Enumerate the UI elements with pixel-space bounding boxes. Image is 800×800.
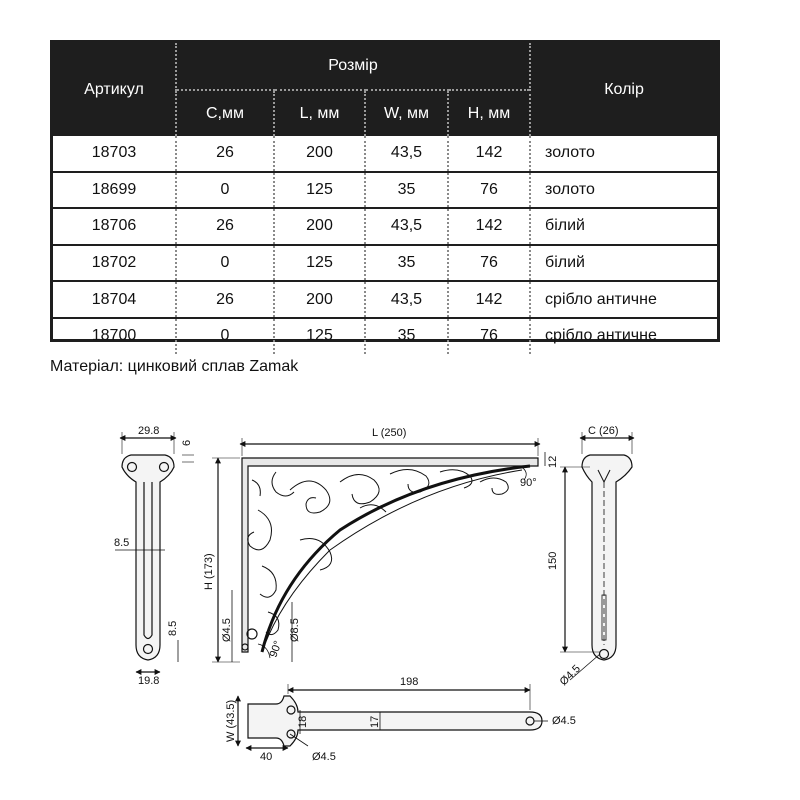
hole-bottom [142,643,154,655]
cell-l: 200 [273,280,365,318]
label-top-offset-12: 12 [547,456,559,468]
label-w: W (43.5) [225,700,237,742]
label-slot: 8.5 [167,621,179,636]
cell-h: 142 [446,136,531,172]
cell-l: 200 [273,136,365,172]
cell-color: білий [529,207,718,245]
label-hole-large: Ø8.5 [289,618,301,642]
header-l: L, мм [273,89,365,136]
header-h: H, мм [446,89,531,136]
cell-l: 125 [273,243,365,282]
right-view [560,432,635,681]
label-hole-a: Ø4.5 [312,751,336,763]
cell-color: срібло античне [529,316,718,354]
label-length: L (250) [372,427,406,439]
cell-h: 76 [446,316,531,354]
bracket-arc [260,464,531,653]
cell-c: 0 [175,316,274,354]
cell-article: 18704 [53,280,176,318]
bracket-bottom-outline [247,695,543,747]
bottom-view [235,684,548,751]
hole-side-small [241,643,249,651]
cell-l: 125 [273,170,365,209]
label-hole-right: Ø4.5 [558,663,583,688]
cell-article: 18703 [91,144,137,162]
cell-w: 35 [364,170,448,209]
spec-table-grid: Артикул Розмір Колір C,мм L, мм W, мм H,… [53,43,718,354]
cell-article: 18700 [53,316,176,354]
table-row: 18706 26 200 43,5 142 білий [53,207,718,245]
label-bottom-width: 19.8 [138,675,159,687]
table-row: 18703 26 200 43,5 142 золото [53,136,718,172]
material-note: Матеріал: цинковий сплав Zamak [50,358,299,375]
front-view-left [115,432,194,675]
table-row: 18699 0 125 35 76 золото [53,170,718,209]
cell-h: 76 [446,170,531,209]
cell-w: 35 [364,243,448,282]
cell-c: 0 [175,243,274,282]
cell-article: 18699 [53,170,176,209]
cell-c: 0 [175,170,274,209]
hole-top-left [126,461,138,473]
cell-article: 18702 [53,243,176,282]
cell-l: 125 [273,316,365,354]
cell-color: білий [529,243,718,282]
label-height: H (173) [203,553,215,590]
label-span: 150 [547,552,559,570]
cell-w: 43,5 [364,280,448,318]
label-c: C (26) [588,425,619,437]
header-color: Колір [529,43,718,136]
bracket-frame [241,457,539,653]
hole-bottom-top [286,705,296,715]
hole-top-right [158,461,170,473]
cell-w: 43,5 [364,136,448,172]
cell-color: золото [529,136,718,172]
ornament-scrolls [247,469,509,636]
cell-w: 35 [364,316,448,354]
hole-side-large [246,628,258,640]
header-c: C,мм [175,89,274,136]
cell-h: 142 [446,280,531,318]
bracket-front-slot [143,482,153,640]
bracket-right-outline [581,454,633,661]
hole-bottom-bottom [286,729,296,739]
label-top-width: 29.8 [138,425,159,437]
spec-table: Артикул Розмір Колір C,мм L, мм W, мм H,… [50,40,720,354]
cell-article: 18706 [53,207,176,245]
label-top-offset: 6 [181,440,193,446]
cell-color: срібло античне [529,280,718,318]
cell-c: 26 [175,280,274,318]
table-row: 18700 0 125 35 76 срібло античне [53,316,718,354]
label-18: 18 [297,716,309,728]
bracket-front-outline [121,454,175,661]
cell-h: 76 [446,243,531,282]
label-hole-small: Ø4.5 [221,618,233,642]
header-size-group: Розмір [174,43,531,90]
label-mid-width: 8.5 [114,537,129,549]
side-view [212,438,546,663]
label-angle-top: 90° [520,477,537,489]
cell-w: 43,5 [364,207,448,245]
cell-c: 26 [175,136,274,172]
technical-drawing: 29.8 6 8.5 8.5 19.8 [114,425,635,763]
cell-h: 142 [446,207,531,245]
header-article: Артикул [53,43,176,136]
cell-l: 200 [273,207,365,245]
label-angle-bottom: 90° [268,639,285,659]
cell-c: 26 [175,207,274,245]
label-17: 17 [369,716,381,728]
label-198: 198 [400,676,418,688]
cell-color: золото [529,170,718,209]
label-40: 40 [260,751,272,763]
header-w: W, мм [364,89,448,136]
label-hole-b: Ø4.5 [552,715,576,727]
table-row: 18704 26 200 43,5 142 срібло античне [53,280,718,318]
table-row: 18702 0 125 35 76 білий [53,243,718,282]
